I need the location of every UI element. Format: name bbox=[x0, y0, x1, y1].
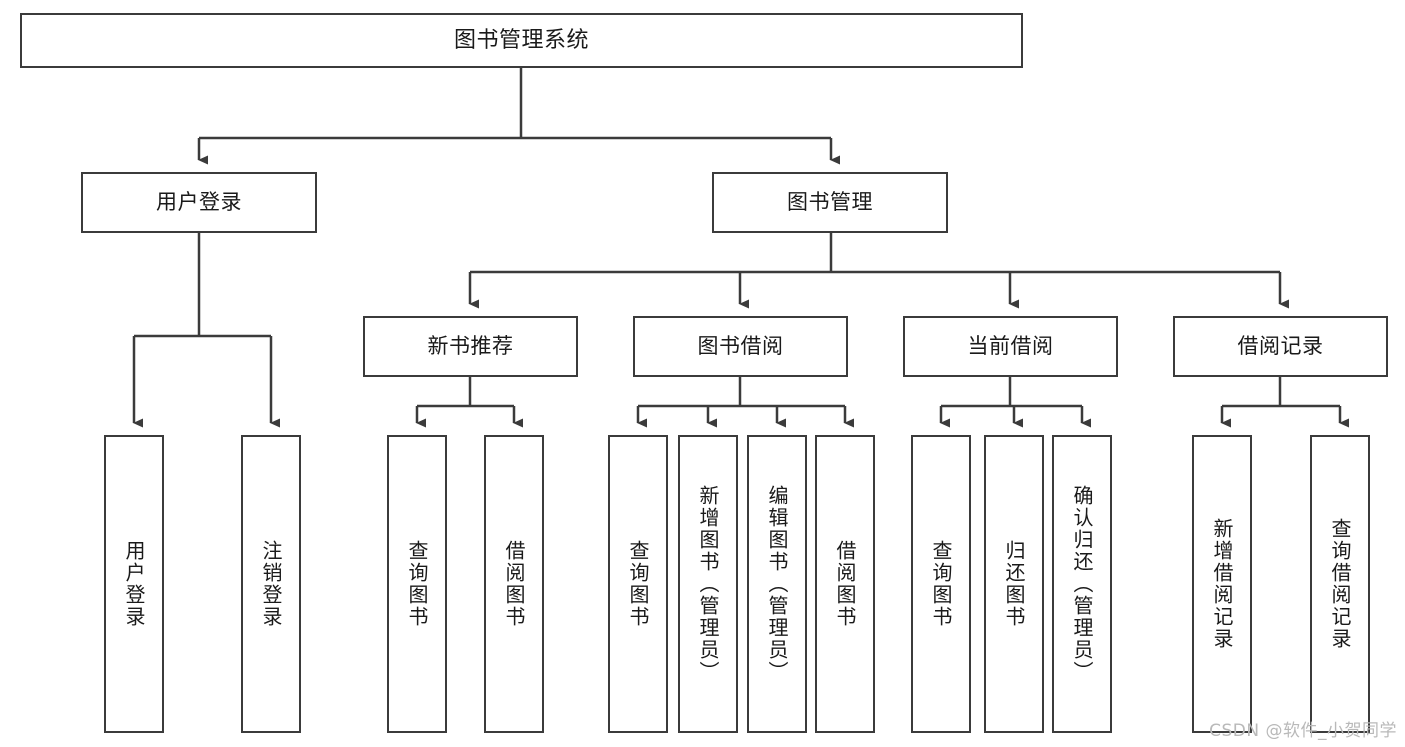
node-book-management[interactable]: 图书管理 bbox=[712, 172, 948, 233]
node-user-login-label: 用户登录 bbox=[156, 190, 242, 215]
node-leaf-add-record-label: 新增借阅记录 bbox=[1210, 518, 1234, 650]
node-leaf-query-record[interactable]: 查询借阅记录 bbox=[1310, 435, 1370, 733]
node-leaf-query-book-3[interactable]: 查询图书 bbox=[911, 435, 971, 733]
node-leaf-query-book-1-label: 查询图书 bbox=[405, 540, 429, 628]
node-borrow-record[interactable]: 借阅记录 bbox=[1173, 316, 1388, 377]
node-current-borrow[interactable]: 当前借阅 bbox=[903, 316, 1118, 377]
node-leaf-return-book-label: 归还图书 bbox=[1002, 540, 1026, 628]
connector-current-borrow-to-leaves bbox=[939, 377, 1091, 428]
node-leaf-confirm-return[interactable]: 确认归还（管理员） bbox=[1052, 435, 1112, 733]
node-book-borrow-label: 图书借阅 bbox=[697, 334, 784, 359]
connector-root-to-level2 bbox=[197, 68, 840, 165]
node-book-management-label: 图书管理 bbox=[787, 190, 873, 215]
node-leaf-query-book-1[interactable]: 查询图书 bbox=[387, 435, 447, 733]
node-new-book-recommend[interactable]: 新书推荐 bbox=[363, 316, 578, 377]
node-leaf-confirm-return-label: 确认归还（管理员） bbox=[1070, 485, 1094, 683]
node-root-label: 图书管理系统 bbox=[453, 27, 589, 53]
node-leaf-borrow-book-1[interactable]: 借阅图书 bbox=[484, 435, 544, 733]
node-leaf-user-logout-label: 注销登录 bbox=[259, 540, 283, 628]
node-leaf-borrow-book-2[interactable]: 借阅图书 bbox=[815, 435, 875, 733]
node-leaf-user-login[interactable]: 用户登录 bbox=[104, 435, 164, 733]
node-leaf-add-book[interactable]: 新增图书（管理员） bbox=[678, 435, 738, 733]
node-leaf-add-record[interactable]: 新增借阅记录 bbox=[1192, 435, 1252, 733]
node-new-book-recommend-label: 新书推荐 bbox=[427, 334, 514, 359]
node-leaf-user-logout[interactable]: 注销登录 bbox=[241, 435, 301, 733]
node-user-login[interactable]: 用户登录 bbox=[81, 172, 317, 233]
connector-book-management-to-level3 bbox=[468, 233, 1289, 309]
node-leaf-return-book[interactable]: 归还图书 bbox=[984, 435, 1044, 733]
connector-new-book-recommend-to-leaves bbox=[415, 377, 523, 428]
node-leaf-borrow-book-1-label: 借阅图书 bbox=[502, 540, 526, 628]
node-leaf-user-login-label: 用户登录 bbox=[122, 540, 146, 628]
node-current-borrow-label: 当前借阅 bbox=[967, 334, 1054, 359]
node-leaf-query-book-2[interactable]: 查询图书 bbox=[608, 435, 668, 733]
node-leaf-query-record-label: 查询借阅记录 bbox=[1328, 518, 1352, 650]
connector-user-login-to-leaves bbox=[132, 233, 280, 428]
node-root[interactable]: 图书管理系统 bbox=[20, 13, 1023, 68]
node-leaf-edit-book[interactable]: 编辑图书（管理员） bbox=[747, 435, 807, 733]
node-leaf-query-book-3-label: 查询图书 bbox=[929, 540, 953, 628]
node-book-borrow[interactable]: 图书借阅 bbox=[633, 316, 848, 377]
node-leaf-query-book-2-label: 查询图书 bbox=[626, 540, 650, 628]
connector-book-borrow-to-leaves bbox=[636, 377, 854, 428]
node-borrow-record-label: 借阅记录 bbox=[1237, 334, 1324, 359]
node-leaf-borrow-book-2-label: 借阅图书 bbox=[833, 540, 857, 628]
node-leaf-add-book-label: 新增图书（管理员） bbox=[696, 485, 720, 683]
node-leaf-edit-book-label: 编辑图书（管理员） bbox=[765, 485, 789, 683]
connector-borrow-record-to-leaves bbox=[1220, 377, 1349, 428]
watermark-text: CSDN @软件_小贺同学 bbox=[1209, 721, 1397, 741]
